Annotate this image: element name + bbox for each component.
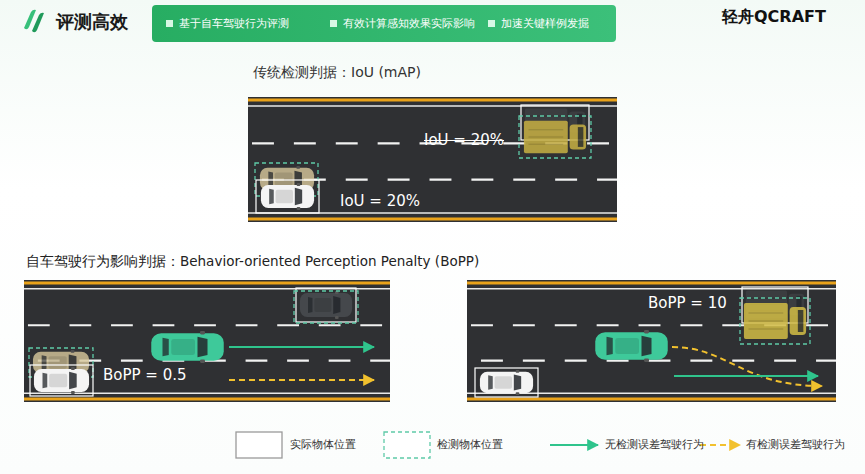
- feature-item: 基于自车驾驶行为评测: [166, 5, 289, 42]
- legend-text: 有检测误差驾驶行为: [746, 438, 845, 451]
- bullet-square: [166, 20, 173, 27]
- page-title: 评测高效: [56, 11, 128, 33]
- section-heading: 自车驾驶行为影响判据：Behavior-oriented Perception …: [26, 253, 479, 269]
- metric-value: IoU = 20%: [424, 131, 504, 149]
- metric-value: BoPP = 10: [648, 294, 727, 312]
- feature-item: 加速关键样例发掘: [488, 5, 589, 42]
- bullet-square: [488, 20, 495, 27]
- feature-banner: 基于自车驾驶行为评测 有效计算感知效果实际影响 加速关键样例发掘: [152, 5, 616, 42]
- bullet-square: [330, 20, 337, 27]
- metric-value: IoU = 20%: [340, 192, 420, 210]
- feature-text: 有效计算感知效果实际影响: [343, 16, 475, 31]
- metric-value: BoPP = 0.5: [103, 366, 187, 384]
- section-heading: 传统检测判据：IoU (mAP): [253, 64, 421, 81]
- logo-text: 轻舟QCRAFT: [722, 7, 826, 26]
- legend-text: 无检测误差驾驶行为: [605, 438, 704, 451]
- feature-item: 有效计算感知效果实际影响: [330, 5, 475, 42]
- legend-text: 实际物体位置: [290, 438, 356, 451]
- feature-text: 加速关键样例发掘: [501, 16, 589, 31]
- legend-text: 检测物体位置: [437, 438, 503, 451]
- feature-text: 基于自车驾驶行为评测: [179, 16, 289, 31]
